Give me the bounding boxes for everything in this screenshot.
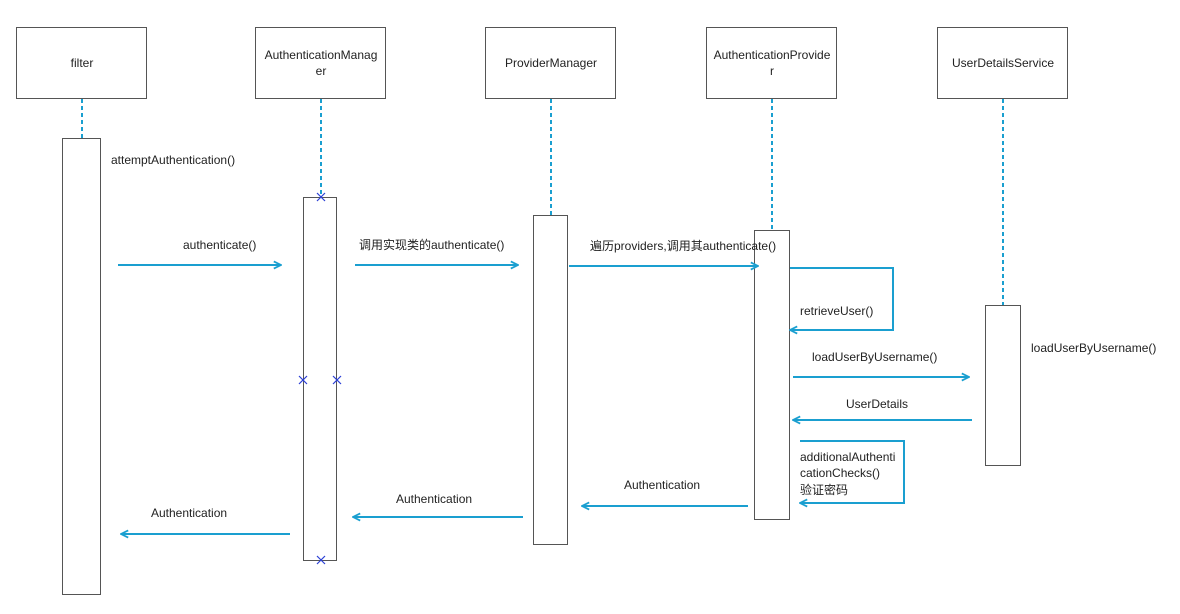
participant-provider-manager-label: ProviderManager: [505, 56, 597, 70]
label-load-user-call: loadUserByUsername(): [812, 350, 937, 364]
activation-provider-manager: [533, 215, 568, 545]
label-return-auth-filter: Authentication: [151, 506, 227, 520]
participant-filter: filter: [16, 27, 147, 99]
label-user-details: UserDetails: [846, 397, 908, 411]
participant-authentication-manager-label-line1: AuthenticationManag: [265, 48, 378, 62]
arrow-additional-checks-self: [800, 440, 905, 503]
participant-authentication-provider: AuthenticationProvide r: [706, 27, 837, 99]
label-authenticate: authenticate(): [183, 238, 256, 252]
destroy-mark-right: [332, 375, 342, 385]
participant-user-details-service: UserDetailsService: [937, 27, 1068, 99]
destroy-mark-bottom: [316, 555, 326, 565]
label-return-auth-manager: Authentication: [396, 492, 472, 506]
label-additional-checks-line2: cationChecks(): [800, 466, 880, 480]
label-retrieve-user: retrieveUser(): [800, 304, 873, 318]
activation-filter: [62, 138, 101, 595]
participant-authentication-provider-label-line2: r: [770, 64, 774, 78]
label-iterate-providers: 遍历providers,调用其authenticate(): [590, 239, 776, 253]
label-additional-checks-line1: additionalAuthenti: [800, 450, 895, 464]
label-load-user-note: loadUserByUsername(): [1031, 341, 1156, 355]
destroy-mark-left: [298, 375, 308, 385]
label-additional-checks-line3: 验证密码: [800, 482, 848, 497]
participant-authentication-manager-label-line2: er: [316, 64, 327, 78]
activation-authentication-provider: [754, 230, 790, 520]
participant-authentication-manager: AuthenticationManag er: [255, 27, 386, 99]
activation-user-details-service: [985, 305, 1021, 466]
label-call-impl-authenticate: 调用实现类的authenticate(): [359, 237, 504, 252]
participant-user-details-service-label: UserDetailsService: [952, 56, 1054, 70]
destroy-mark-top: [316, 192, 326, 202]
label-attempt-authentication: attemptAuthentication(): [111, 153, 235, 167]
participant-authentication-provider-label-line1: AuthenticationProvide: [714, 48, 831, 62]
label-return-auth-provider: Authentication: [624, 478, 700, 492]
participant-provider-manager: ProviderManager: [485, 27, 616, 99]
activation-authentication-manager: [303, 197, 337, 561]
arrow-retrieve-user-self: [790, 267, 894, 330]
participant-filter-label: filter: [71, 56, 94, 70]
